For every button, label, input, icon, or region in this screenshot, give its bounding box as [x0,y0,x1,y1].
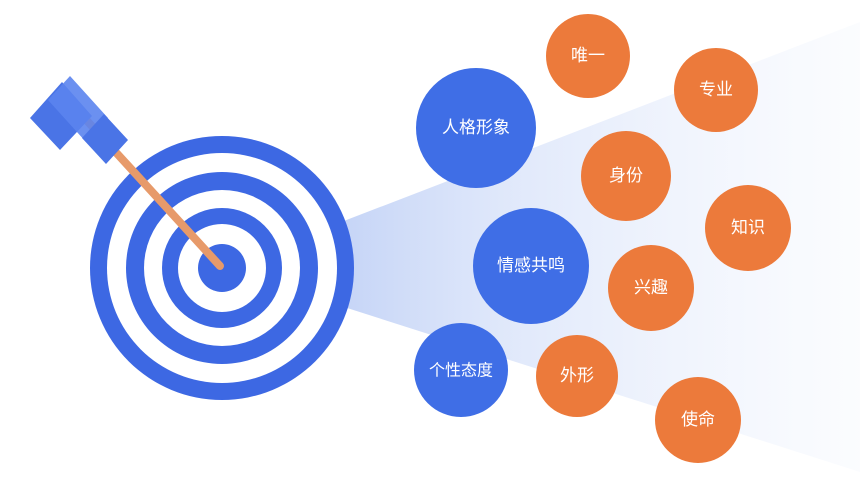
blue-bubble: 情感共鸣 [473,208,589,324]
blue-bubble-label: 个性态度 [429,361,493,380]
orange-bubble-circle [705,185,791,271]
orange-bubble-circle [655,377,741,463]
orange-bubble-label: 使命 [681,409,715,430]
orange-bubble-label: 兴趣 [634,278,668,298]
orange-bubble: 知识 [705,185,791,271]
orange-bubble-label: 外形 [560,366,594,386]
orange-bubble: 专业 [674,48,758,132]
arrow-icon [30,76,224,270]
blue-bubble-circle [473,208,589,324]
orange-bubble-circle [581,131,671,221]
orange-bubble-label: 身份 [609,166,643,186]
orange-bubble-label: 知识 [731,218,765,238]
orange-bubble-circle [546,14,630,98]
orange-bubble-circle [608,245,694,331]
blue-bubble-circle [414,323,508,417]
orange-bubble: 唯一 [546,14,630,98]
orange-bubble-circle [536,335,618,417]
orange-bubble: 使命 [655,377,741,463]
blue-bubble: 个性态度 [414,323,508,417]
blue-bubble-label: 人格形象 [442,118,510,138]
orange-bubble: 兴趣 [608,245,694,331]
orange-bubble-label: 唯一 [571,46,605,66]
orange-bubble-label: 专业 [699,80,733,100]
orange-bubble: 外形 [536,335,618,417]
blue-bubble: 人格形象 [416,68,536,188]
blue-bubble-label: 情感共鸣 [497,256,565,276]
orange-bubble-circle [674,48,758,132]
blue-bubble-circle [416,68,536,188]
orange-bubble: 身份 [581,131,671,221]
